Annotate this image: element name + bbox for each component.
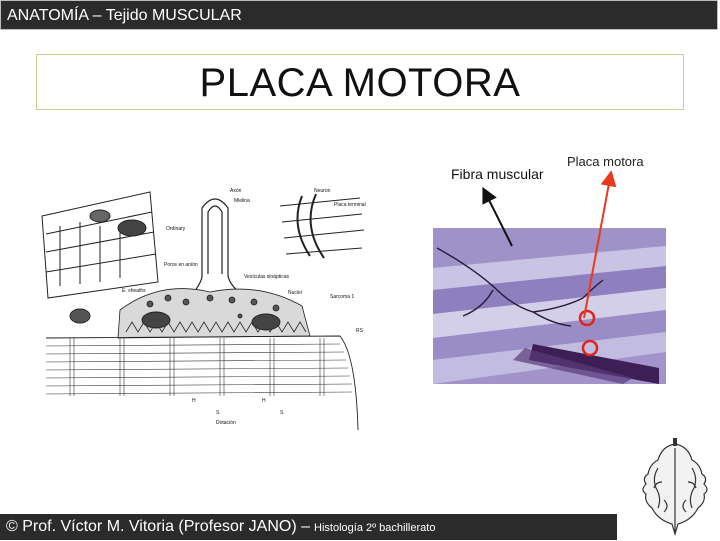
footer-credit: © Prof. Víctor M. Vitoria (Profesor JANO… <box>6 518 311 535</box>
footer-bar: © Prof. Víctor M. Vitoria (Profesor JANO… <box>0 514 617 540</box>
diagram-label-h1: H <box>192 398 196 404</box>
motor-plate-diagram: Axón Mielina Ordinary Poros en anión E. … <box>40 186 378 430</box>
diagram-label-h2: H <box>262 398 266 404</box>
diagram-label-mielina: Mielina <box>234 198 250 204</box>
diagram-labels: Axón Mielina Ordinary Poros en anión E. … <box>122 188 366 426</box>
diagram-label-neuron: Neuron <box>314 188 331 194</box>
diagram-end-plate <box>117 288 311 339</box>
slide-title: PLACA MOTORA <box>199 61 521 105</box>
footer-course: Histología 2º bachillerato <box>314 522 436 534</box>
header-title: ANATOMÍA – Tejido MUSCULAR <box>7 7 242 24</box>
diagram-label-sarcoma: Sarcoma 1 <box>330 294 354 300</box>
diagram-label-axon: Axón <box>230 188 242 194</box>
label-fibra-muscular: Fibra muscular <box>451 166 544 182</box>
diagram-label-rs: RS <box>356 328 364 334</box>
diagram-myofibrils <box>45 308 359 430</box>
diagram-label-dotacion: Dotación <box>216 420 236 426</box>
placa-circle-2 <box>581 339 599 357</box>
micrograph-image <box>433 228 666 384</box>
diagram-upper-fiber <box>41 191 159 299</box>
diagram-label-poros: Poros en anión <box>164 262 198 268</box>
diagram-label-s2: S <box>280 410 284 416</box>
diagram-axon <box>189 198 245 299</box>
diagram-label-placa-terminal: Placa terminal <box>334 202 366 208</box>
micrograph-fibers <box>433 228 666 384</box>
diagram-label-esheaths: E. sheaths <box>122 288 146 294</box>
diagram-label-vesiculas: Vesículas sinápticas <box>244 274 290 280</box>
label-placa-motora: Placa motora <box>567 154 644 169</box>
janus-logo <box>642 438 708 537</box>
diagram-label-ordinary: Ordinary <box>166 226 186 232</box>
diagram-striations <box>45 338 353 396</box>
diagram-inset <box>279 193 365 259</box>
slide-title-box: PLACA MOTORA <box>36 54 684 110</box>
diagram-label-nuclei: Nuclei <box>288 290 302 296</box>
header-bar: ANATOMÍA – Tejido MUSCULAR <box>0 0 718 30</box>
diagram-label-s1: S <box>216 410 220 416</box>
